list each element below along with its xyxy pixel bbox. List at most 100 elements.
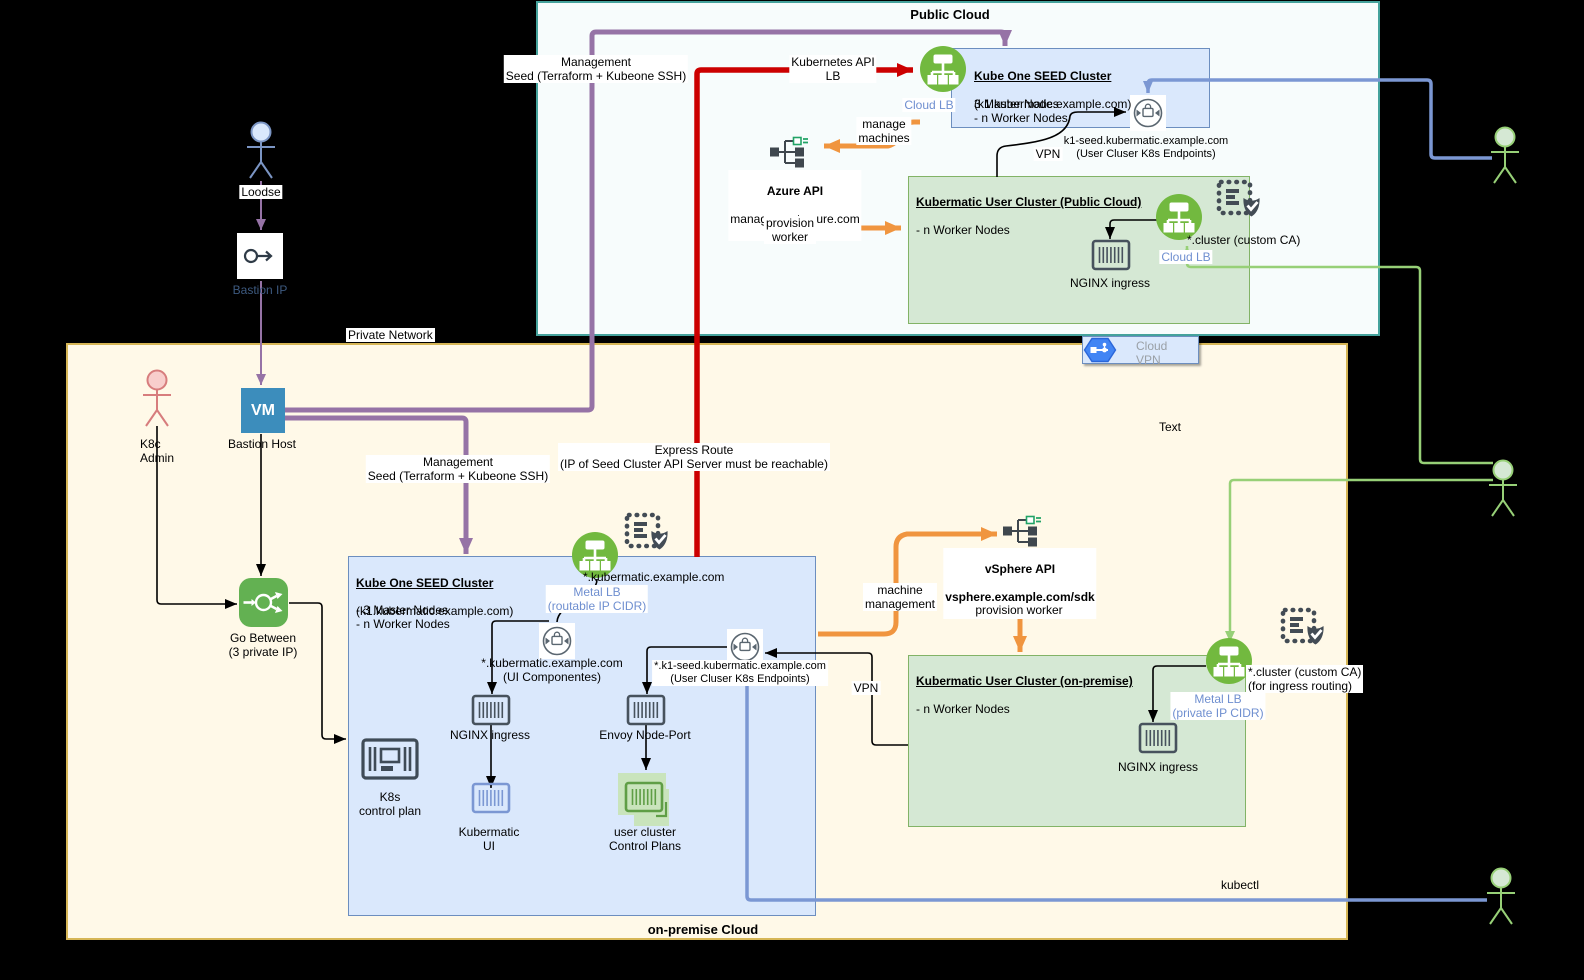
onprem-uc-nginx-container-icon: [1138, 722, 1178, 754]
machine-management-label: machine management: [862, 583, 938, 612]
public-custom-ca-label: *.cluster (custom CA): [1187, 233, 1301, 247]
vpn-public-label: VPN: [1033, 147, 1063, 162]
loodse-label: Loodse: [239, 185, 283, 200]
cloud-vpn-label: Cloud VPN: [1136, 339, 1168, 368]
vpn-public-line: [996, 107, 1126, 177]
bastion-ip-icon: [243, 248, 273, 264]
management-seed-onprem-label: Management Seed (Terraform + Kubeone SSH…: [365, 455, 551, 484]
cloud-vpn-hexagon-icon: [1083, 337, 1117, 363]
loodse-actor-icon: [246, 121, 276, 179]
vsphere-api-icon: [1002, 515, 1042, 548]
public-user-actor-icon: [1490, 126, 1520, 184]
onprem-uc-heading: Kubermatic User Cluster (on-premise) - n…: [916, 660, 1133, 731]
onprem-user-cluster-box: [908, 655, 1246, 827]
k8c-admin-actor-icon: [142, 369, 172, 427]
onprem-seed-title: Kube One SEED Cluster: [356, 576, 494, 591]
provision-worker-public-label: provision worker: [763, 216, 817, 245]
go-between-icon: [242, 590, 284, 615]
public-endpoints-loadbalancer-icon: [1129, 94, 1167, 132]
ingress-user-actor-icon: [1488, 459, 1518, 517]
vm-label: VM: [251, 401, 275, 419]
ui-components-label: *.kubermatic.example.com (UI Componentes…: [481, 656, 623, 685]
vpn-onprem-line: [765, 648, 908, 746]
public-uc-heading: Kubermatic User Cluster (Public Cloud) -…: [916, 181, 1141, 252]
azure-api-name: Azure API: [766, 184, 824, 199]
envoy-container-icon: [626, 694, 666, 726]
vpn-onprem-label: VPN: [851, 681, 881, 696]
public-uc-lb-to-nginx: [1105, 219, 1160, 239]
onprem-seed-certificate-icon: [627, 515, 668, 550]
onprem-uc-nginx-label: NGINX ingress: [1117, 760, 1199, 774]
k8s-control-plane-label: K8s control plan: [358, 790, 422, 819]
public-seed-cluster-nodes: 3 Master Nodes - n Worker Nodes: [974, 97, 1068, 126]
vsphere-api-domain: vsphere.example.com/sdk: [945, 590, 1095, 605]
user-to-public-cloudlb-ingress: [1182, 246, 1493, 465]
kubectl-line: [742, 664, 1487, 902]
icons: [142, 44, 1520, 925]
k8c-admin-to-gobetween: [156, 426, 237, 609]
gobetween-to-seedbox: [289, 602, 346, 744]
public-uc-title: Kubermatic User Cluster (Public Cloud): [916, 195, 1142, 210]
envoy-label: Envoy Node-Port: [599, 728, 691, 742]
management-seed-public-arrow: [285, 29, 1012, 413]
public-seed-cluster-icon: [918, 44, 968, 94]
onprem-metallb-private-label: Metal LB (private IP CIDR): [1170, 692, 1266, 721]
k8c-admin-label: K8c Admin: [140, 437, 175, 466]
kubernetes-api-lb-arrow: [694, 63, 913, 557]
onprem-nginx-container-icon: [471, 694, 511, 726]
azure-api-icon: [769, 136, 809, 169]
vsphere-api-heading: vSphere API vsphere.example.com/sdk: [943, 548, 1097, 619]
lb-to-envoy: [642, 646, 728, 694]
public-uc-cloudlb-label: Cloud LB: [1159, 250, 1213, 265]
vsphere-api-name: vSphere API: [984, 562, 1056, 577]
onprem-seed-cluster-box: [348, 556, 816, 916]
onprem-seed-nodes: - 3 Master Nodes - n Worker Nodes: [356, 603, 450, 632]
onprem-wildcard-domain: *.kubermatic.example.com: [583, 570, 725, 584]
public-uc-nodes: - n Worker Nodes: [916, 223, 1010, 238]
k8s-control-plane-icon: [361, 738, 419, 780]
onprem-uc-nodes: - n Worker Nodes: [916, 702, 1010, 717]
public-seed-cluster-heading: Kube One SEED Cluster (k1.kubermatic.exa…: [974, 55, 1131, 126]
private-network-label: Private Network: [346, 328, 435, 343]
public-uc-certificate-icon: [1219, 182, 1260, 217]
user-to-cloudlb-line: [1143, 78, 1492, 160]
user-cluster-controlplanes-icon: [618, 773, 669, 826]
onprem-ui-loadbalancer-icon: [538, 622, 576, 660]
text-placeholder-label: Text: [1158, 420, 1182, 434]
provision-worker-onprem-label: provision worker: [973, 603, 1065, 618]
management-seed-onprem-arrow: [285, 415, 473, 554]
kubectl-label: kubectl: [1220, 878, 1260, 892]
management-seed-public-label: Management Seed (Terraform + Kubeone SSH…: [503, 55, 689, 84]
onprem-uc-title: Kubermatic User Cluster (on-premise): [916, 674, 1133, 689]
public-nginx-label: NGINX ingress: [1069, 276, 1151, 290]
public-seed-cloudlb-label: Cloud LB: [902, 98, 956, 113]
onprem-nginx-label: NGINX ingress: [449, 728, 531, 742]
metallb-to-nginx-onprem-uc: [1148, 665, 1206, 722]
kubectl-user-actor-icon: [1486, 867, 1516, 925]
user-cluster-cp-label: user cluster Control Plans: [608, 825, 682, 854]
kubermatic-ui-container-icon: [471, 782, 511, 814]
public-cloud-title: Public Cloud: [910, 7, 990, 22]
on-premise-title: on-premise Cloud: [647, 922, 759, 937]
onprem-endpoints-label: *.k1-seed.kubermatic.example.com (User C…: [652, 660, 828, 686]
public-endpoints-label: k1-seed.kubermatic.example.com (User Clu…: [1063, 135, 1229, 160]
manage-machines-label: manage machines: [856, 117, 912, 146]
onprem-metallb-routable-label: Metal LB (routable IP CIDR): [545, 585, 649, 614]
kubermatic-ui-label: Kubermatic UI: [458, 825, 520, 854]
onprem-seed-heading: Kube One SEED Cluster (k1.kubermatic.exa…: [356, 562, 513, 633]
kubernetes-api-lb-label: Kubernetes API LB: [789, 55, 877, 84]
bastion-vm-box: VM: [241, 388, 285, 433]
bastion-host-label: Bastion Host: [227, 437, 297, 451]
public-seed-cluster-domain: (k1.kubermatic.example.com): [974, 97, 1132, 112]
onprem-seed-domain: (k1.kubermatic.example.com): [356, 604, 514, 619]
public-seed-cluster-title: Kube One SEED Cluster: [974, 69, 1112, 84]
lb-to-nginx-onprem-seed: [487, 620, 549, 694]
user-to-onprem-metallb-ingress: [1225, 478, 1493, 642]
express-route-label: Express Route (IP of Seed Cluster API Se…: [558, 443, 830, 472]
public-seed-cluster-box: [951, 48, 1210, 128]
onprem-uc-certificate-icon: [1283, 610, 1324, 645]
onprem-custom-ca-label: *.cluster (custom CA) (for ingress routi…: [1246, 665, 1364, 694]
bastion-ip-label: Bastion IP: [232, 283, 288, 297]
